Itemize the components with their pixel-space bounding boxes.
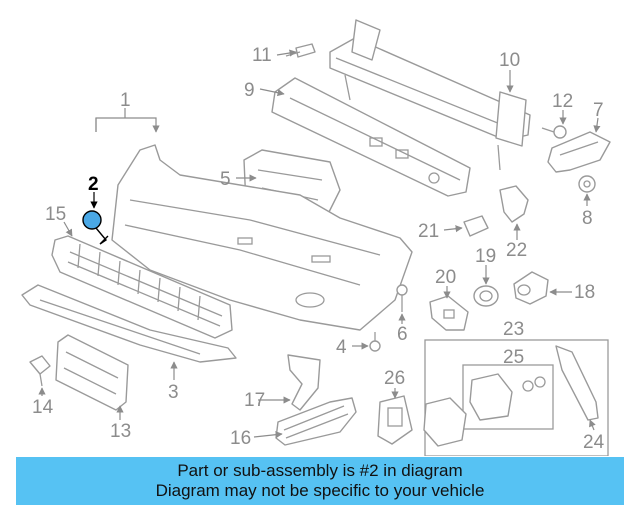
energy-absorber bbox=[271, 77, 471, 197]
callout-21: 21 bbox=[418, 221, 439, 242]
screw-6 bbox=[396, 284, 408, 312]
callout-13: 13 bbox=[110, 421, 131, 442]
bracket-24 bbox=[555, 345, 599, 421]
callout-6: 6 bbox=[397, 324, 408, 345]
banner-line-1: Part or sub-assembly is #2 in diagram bbox=[177, 461, 463, 480]
callout-16: 16 bbox=[230, 428, 251, 449]
assembly-box-23 bbox=[424, 339, 609, 456]
sensor-mount-26 bbox=[377, 395, 413, 445]
callout-2: 2 bbox=[88, 174, 99, 195]
callout-4: 4 bbox=[336, 337, 347, 358]
callout-7: 7 bbox=[593, 100, 604, 121]
lower-grille-15 bbox=[51, 235, 233, 339]
callout-10: 10 bbox=[499, 50, 520, 71]
callout-22: 22 bbox=[506, 240, 527, 261]
callout-9: 9 bbox=[244, 80, 255, 101]
leader-lines bbox=[38, 49, 601, 439]
sensor-18 bbox=[513, 271, 549, 305]
callout-11: 11 bbox=[252, 45, 272, 66]
screw-4 bbox=[369, 332, 381, 352]
bracket-17 bbox=[287, 354, 321, 411]
callout-5: 5 bbox=[220, 169, 231, 190]
connector-21 bbox=[463, 215, 489, 237]
callout-8: 8 bbox=[582, 208, 593, 229]
license-bracket-13 bbox=[55, 334, 129, 411]
callout-15: 15 bbox=[45, 204, 66, 225]
bracket-20 bbox=[429, 295, 469, 331]
callout-labels: 1 2 3 4 5 6 7 8 9 10 11 12 13 14 15 16 1… bbox=[32, 45, 605, 453]
callout-12: 12 bbox=[552, 91, 573, 112]
callout-26: 26 bbox=[384, 368, 405, 389]
parts-diagram: 1 2 3 4 5 6 7 8 9 10 11 12 13 14 15 16 1… bbox=[21, 19, 611, 456]
assembly-box-25 bbox=[462, 364, 554, 430]
callout-25: 25 bbox=[503, 347, 524, 368]
info-banner: Part or sub-assembly is #2 in diagram Di… bbox=[16, 457, 624, 505]
bolt-12 bbox=[541, 125, 567, 139]
callout-18: 18 bbox=[574, 282, 595, 303]
callout-17: 17 bbox=[244, 390, 265, 411]
bumper-cover bbox=[111, 144, 413, 331]
camera-module bbox=[423, 397, 467, 447]
bolt-11 bbox=[285, 43, 316, 58]
side-bracket-7 bbox=[547, 131, 611, 173]
bracket-22 bbox=[499, 185, 529, 223]
callout-19: 19 bbox=[475, 246, 496, 267]
callout-24: 24 bbox=[583, 432, 605, 453]
grille-insert-16 bbox=[275, 397, 357, 446]
grommet-19 bbox=[473, 285, 499, 307]
fastener-14 bbox=[29, 355, 51, 387]
callout-14: 14 bbox=[32, 397, 54, 418]
banner-line-2: Diagram may not be specific to your vehi… bbox=[155, 481, 485, 500]
callout-20: 20 bbox=[435, 267, 456, 288]
callout-3: 3 bbox=[168, 382, 179, 403]
reinforcement-beam bbox=[329, 19, 531, 171]
lower-trim-3 bbox=[21, 284, 237, 363]
callout-1: 1 bbox=[120, 90, 131, 111]
clip-8 bbox=[578, 175, 596, 193]
callout-23: 23 bbox=[503, 319, 524, 340]
highlighted-clip-2 bbox=[82, 210, 109, 245]
